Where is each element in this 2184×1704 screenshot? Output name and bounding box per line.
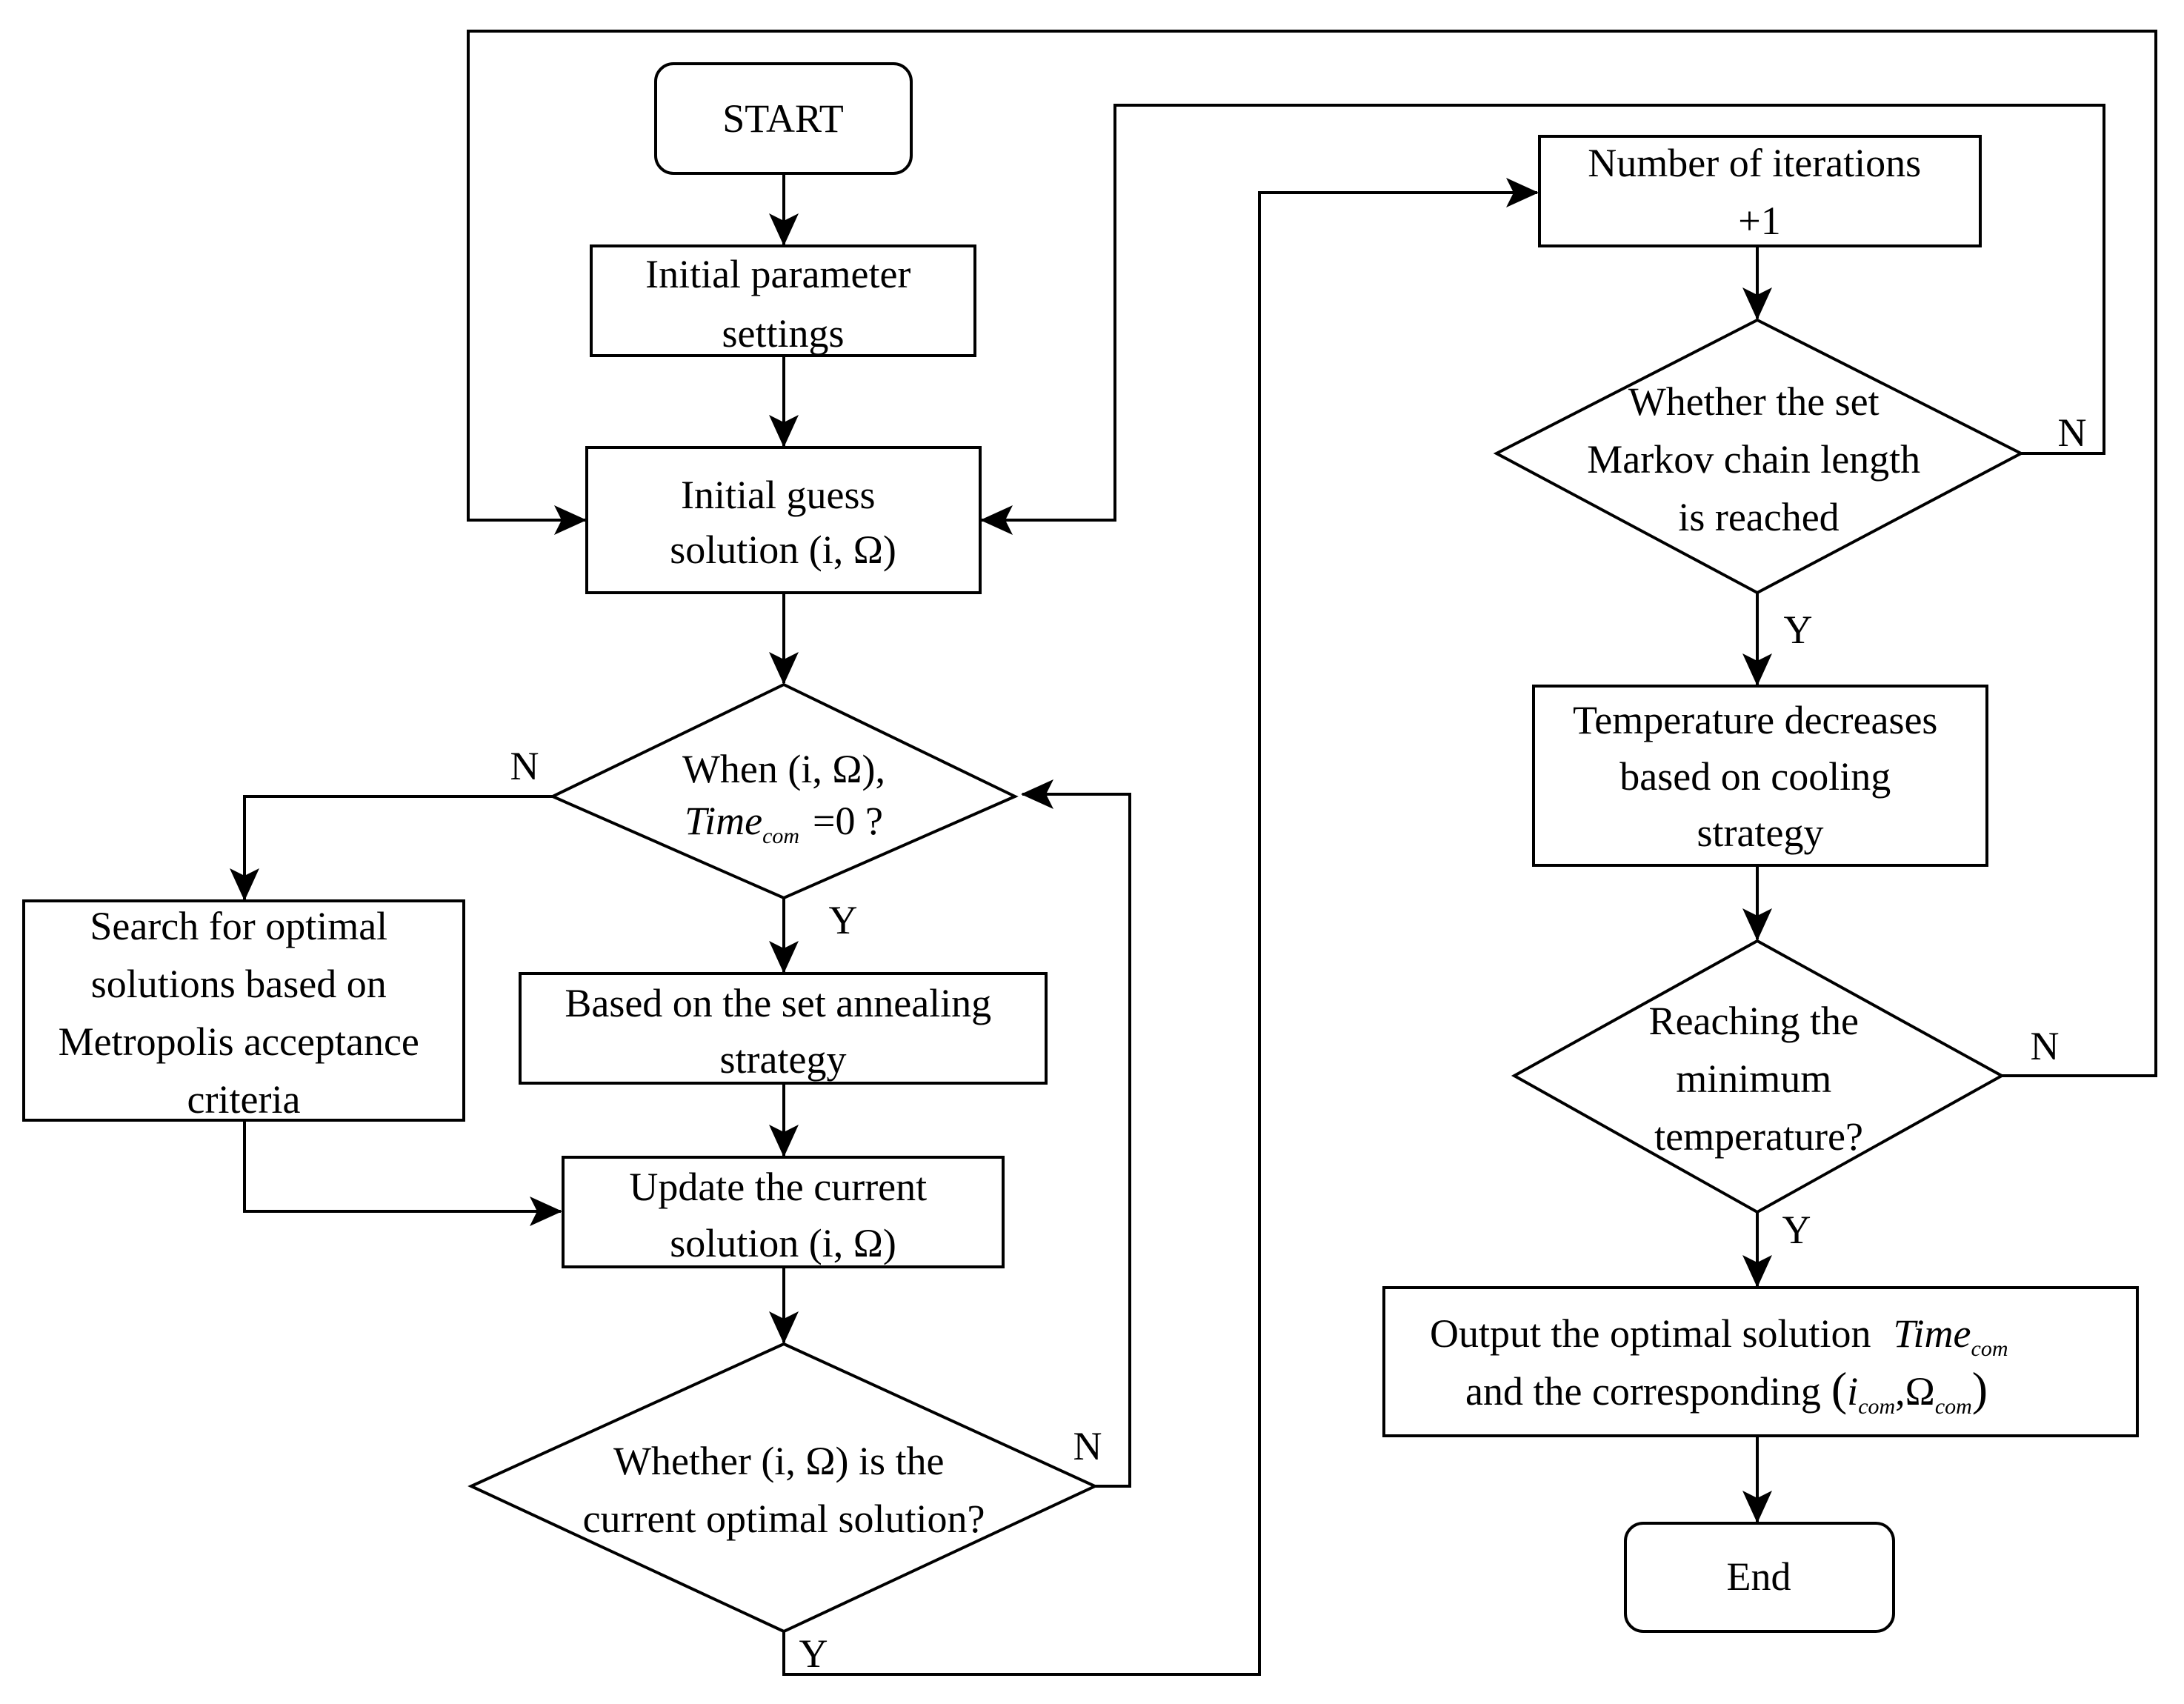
- label-markov-n: N: [2058, 410, 2087, 455]
- output-var: Time: [1893, 1311, 1971, 1356]
- iterations-line2: +1: [1738, 199, 1780, 243]
- iterations-box: Number of iterations +1: [1538, 135, 1982, 247]
- search-line1: Search for optimal: [90, 904, 387, 948]
- label-whether-y: Y: [799, 1631, 828, 1676]
- temp-line3: strategy: [1697, 811, 1824, 855]
- when-var: Time: [685, 799, 762, 843]
- annealing-box: Based on the set annealing strategy: [519, 972, 1048, 1085]
- when-var-sub: com: [762, 824, 799, 848]
- label-when-n: N: [510, 744, 539, 788]
- svg-text:Temperature decreases ba: Temperature decreases based on cooling s…: [1573, 698, 1948, 855]
- search-line4: criteria: [187, 1077, 301, 1122]
- svg-text:Search for optimal solut: Search for optimal solutions based on Me…: [59, 904, 430, 1122]
- output-line2: and the corresponding: [1465, 1369, 1821, 1414]
- edge-labels: N Y N Y N Y N Y: [510, 410, 2087, 1676]
- search-line3: Metropolis acceptance: [59, 1019, 419, 1064]
- edge-when-n-to-search: [230, 795, 553, 901]
- label-mintemp-y: Y: [1782, 1208, 1811, 1252]
- mintemp-line3: temperature?: [1654, 1114, 1863, 1159]
- end-terminal: End: [1624, 1522, 1895, 1633]
- min-temp-decision: Reaching the minimum temperature?: [1511, 939, 2005, 1214]
- update-box: Update the current solution (i, Ω): [562, 1156, 1005, 1268]
- init-guess-line2: solution (i, Ω): [670, 527, 896, 572]
- search-line2: solutions based on: [91, 962, 387, 1006]
- when-decision: When (i, Ω), Timecom =0 ?: [549, 682, 1019, 900]
- output-tuple-i-sub: com: [1858, 1394, 1895, 1419]
- update-line2: solution (i, Ω): [670, 1221, 896, 1265]
- label-when-y: Y: [829, 898, 858, 942]
- markov-line1: Whether the set: [1628, 379, 1880, 424]
- label-mintemp-n: N: [2031, 1024, 2060, 1068]
- output-tuple-omega-sub: com: [1935, 1394, 1972, 1419]
- svg-text:Update the current solut: Update the current solution (i, Ω): [629, 1165, 936, 1265]
- end-label: End: [1727, 1554, 1791, 1599]
- when-tail: =0 ?: [813, 799, 883, 843]
- label-whether-n: N: [1073, 1424, 1102, 1468]
- svg-text:Number of iterations +1: Number of iterations +1: [1588, 141, 1931, 243]
- edge-markov-n-to-guess: [980, 104, 2105, 535]
- init-params-line1: Initial parameter: [645, 252, 910, 296]
- iterations-line1: Number of iterations: [1588, 141, 1921, 185]
- edges: [230, 30, 2157, 1676]
- markov-line2: Markov chain length: [1587, 437, 1920, 482]
- temp-decrease-box: Temperature decreases based on cooling s…: [1532, 685, 1988, 867]
- search-box: Search for optimal solutions based on Me…: [22, 899, 465, 1122]
- output-tuple-i: i: [1847, 1369, 1858, 1414]
- svg-text:Reaching the minimum: Reaching the minimum temperature?: [1649, 999, 1869, 1159]
- output-line1: Output the optimal solution: [1430, 1311, 1871, 1356]
- svg-text:Initial guess solution (: Initial guess solution (i, Ω): [670, 473, 896, 572]
- mintemp-line2: minimum: [1676, 1056, 1831, 1101]
- init-guess-line1: Initial guess: [681, 473, 875, 517]
- temp-line1: Temperature decreases: [1573, 698, 1937, 742]
- edge-whether-y-to-iterations: [782, 178, 1539, 1676]
- update-line1: Update the current: [629, 1165, 927, 1209]
- edge-whether-n-to-when: [1021, 779, 1131, 1488]
- edge-search-to-update: [243, 1120, 562, 1226]
- temp-line2: based on cooling: [1619, 754, 1891, 799]
- svg-text:and the corresponding(icom,Ωco: and the corresponding(icom,Ωcom): [1465, 1362, 1988, 1419]
- whether-optimal-decision: Whether (i, Ω) is the current optimal so…: [467, 1342, 1099, 1634]
- svg-text:Whether the set Markov c: Whether the set Markov chain length is r…: [1587, 379, 1930, 539]
- init-params-line2: settings: [722, 311, 844, 356]
- output-var-sub: com: [1971, 1337, 2008, 1361]
- output-tuple-omega: Ω: [1905, 1369, 1935, 1414]
- when-line1: When (i, Ω),: [682, 747, 885, 791]
- start-terminal: START: [654, 62, 913, 175]
- start-label: START: [722, 96, 843, 141]
- whether-line2: current optimal solution?: [583, 1497, 985, 1541]
- edge-mintemp-n-to-guess: [467, 30, 2157, 1077]
- whether-line1: Whether (i, Ω) is the: [613, 1439, 944, 1483]
- init-guess-box: Initial guess solution (i, Ω): [585, 446, 982, 594]
- label-markov-y: Y: [1784, 608, 1813, 652]
- markov-decision: Whether the set Markov chain length is r…: [1493, 318, 2025, 595]
- mintemp-line1: Reaching the: [1649, 999, 1859, 1043]
- svg-text:Based on the set annealing: Based on the set annealing strategy: [565, 981, 1001, 1082]
- markov-line3: is reached: [1678, 495, 1839, 539]
- annealing-line2: strategy: [720, 1037, 847, 1082]
- annealing-line1: Based on the set annealing: [565, 981, 991, 1025]
- svg-text:Initial parameter settin: Initial parameter settings: [645, 252, 921, 356]
- svg-text:Timecom=0 ?: Timecom =0 ?: [685, 799, 883, 848]
- init-params-box: Initial parameter settings: [590, 244, 976, 357]
- svg-text:Whether (i, Ω) is the cu: Whether (i, Ω) is the current optimal so…: [583, 1439, 985, 1541]
